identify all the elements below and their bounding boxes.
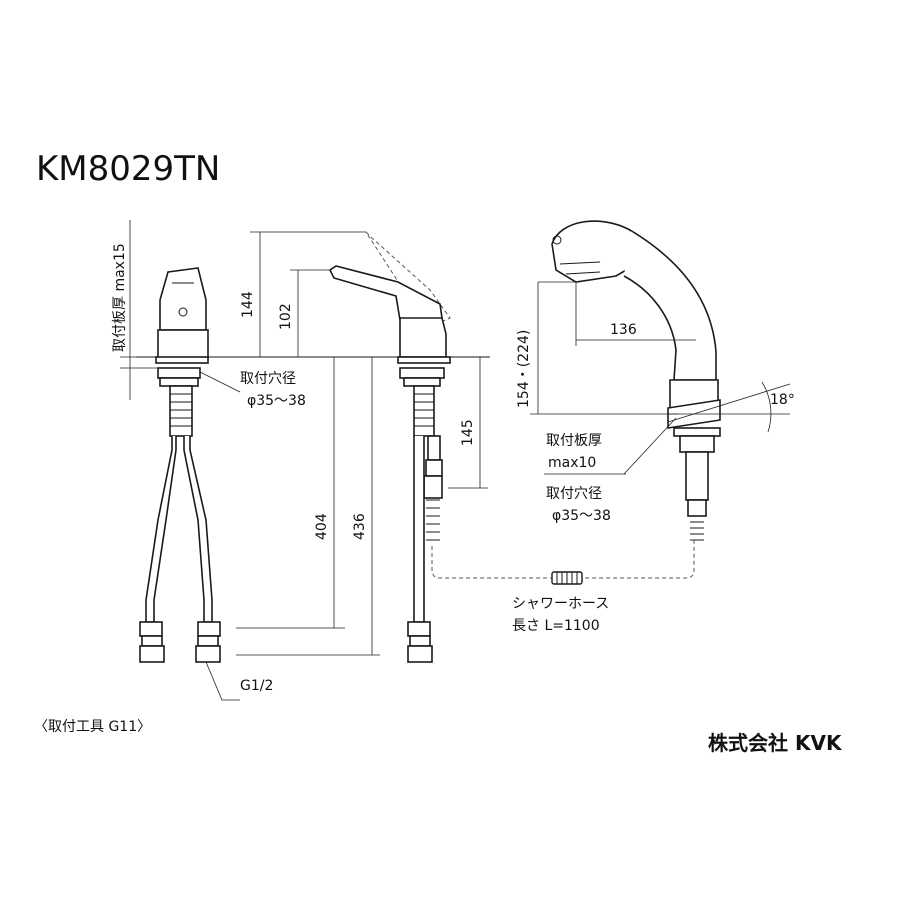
counter-thickness-dim: 取付板厚 max15 — [112, 220, 160, 400]
shower-view — [551, 220, 721, 541]
tool-note: 〈取付工具 G11〉 — [34, 719, 151, 735]
dim-136: 136 — [610, 322, 637, 338]
shower-height-dim: 154・(224) — [516, 281, 678, 415]
hole-dia-value: φ35～38 — [247, 393, 306, 409]
depth-dims: 404 436 — [236, 357, 380, 656]
dim-102: 102 — [278, 303, 294, 330]
brand-logo: 株式会社 KVK — [708, 731, 843, 755]
dim-404: 404 — [314, 513, 330, 540]
dim-154-224: 154・(224) — [516, 330, 532, 408]
model-number: KM8029TN — [36, 149, 220, 189]
height-dims: 144 102 — [240, 231, 366, 357]
hose-name: シャワーホース — [512, 596, 609, 612]
hole-dia-label: 取付穴径 — [240, 371, 296, 387]
counter-thickness-label: 取付板厚 max15 — [112, 243, 128, 352]
side-view — [328, 231, 451, 663]
front-view — [139, 267, 221, 663]
hose-length: 長さ L=1100 — [512, 618, 600, 634]
angle-18: 18° — [770, 392, 795, 408]
shower-reach-dim: 136 — [575, 282, 696, 346]
thread-label: G1/2 — [240, 678, 273, 694]
side-hole-label: 取付穴径 — [546, 486, 602, 502]
side-thickness-value: max10 — [548, 455, 596, 471]
hose-coil-icon — [551, 571, 583, 585]
side-hole-value: φ35～38 — [552, 508, 611, 524]
dim-145: 145 — [460, 419, 476, 446]
angle-dim: 18° — [667, 381, 795, 433]
dim-145-group: 145 — [448, 357, 488, 489]
dim-436: 436 — [352, 513, 368, 540]
side-thickness-label: 取付板厚 — [546, 433, 602, 449]
dim-144: 144 — [240, 291, 256, 318]
